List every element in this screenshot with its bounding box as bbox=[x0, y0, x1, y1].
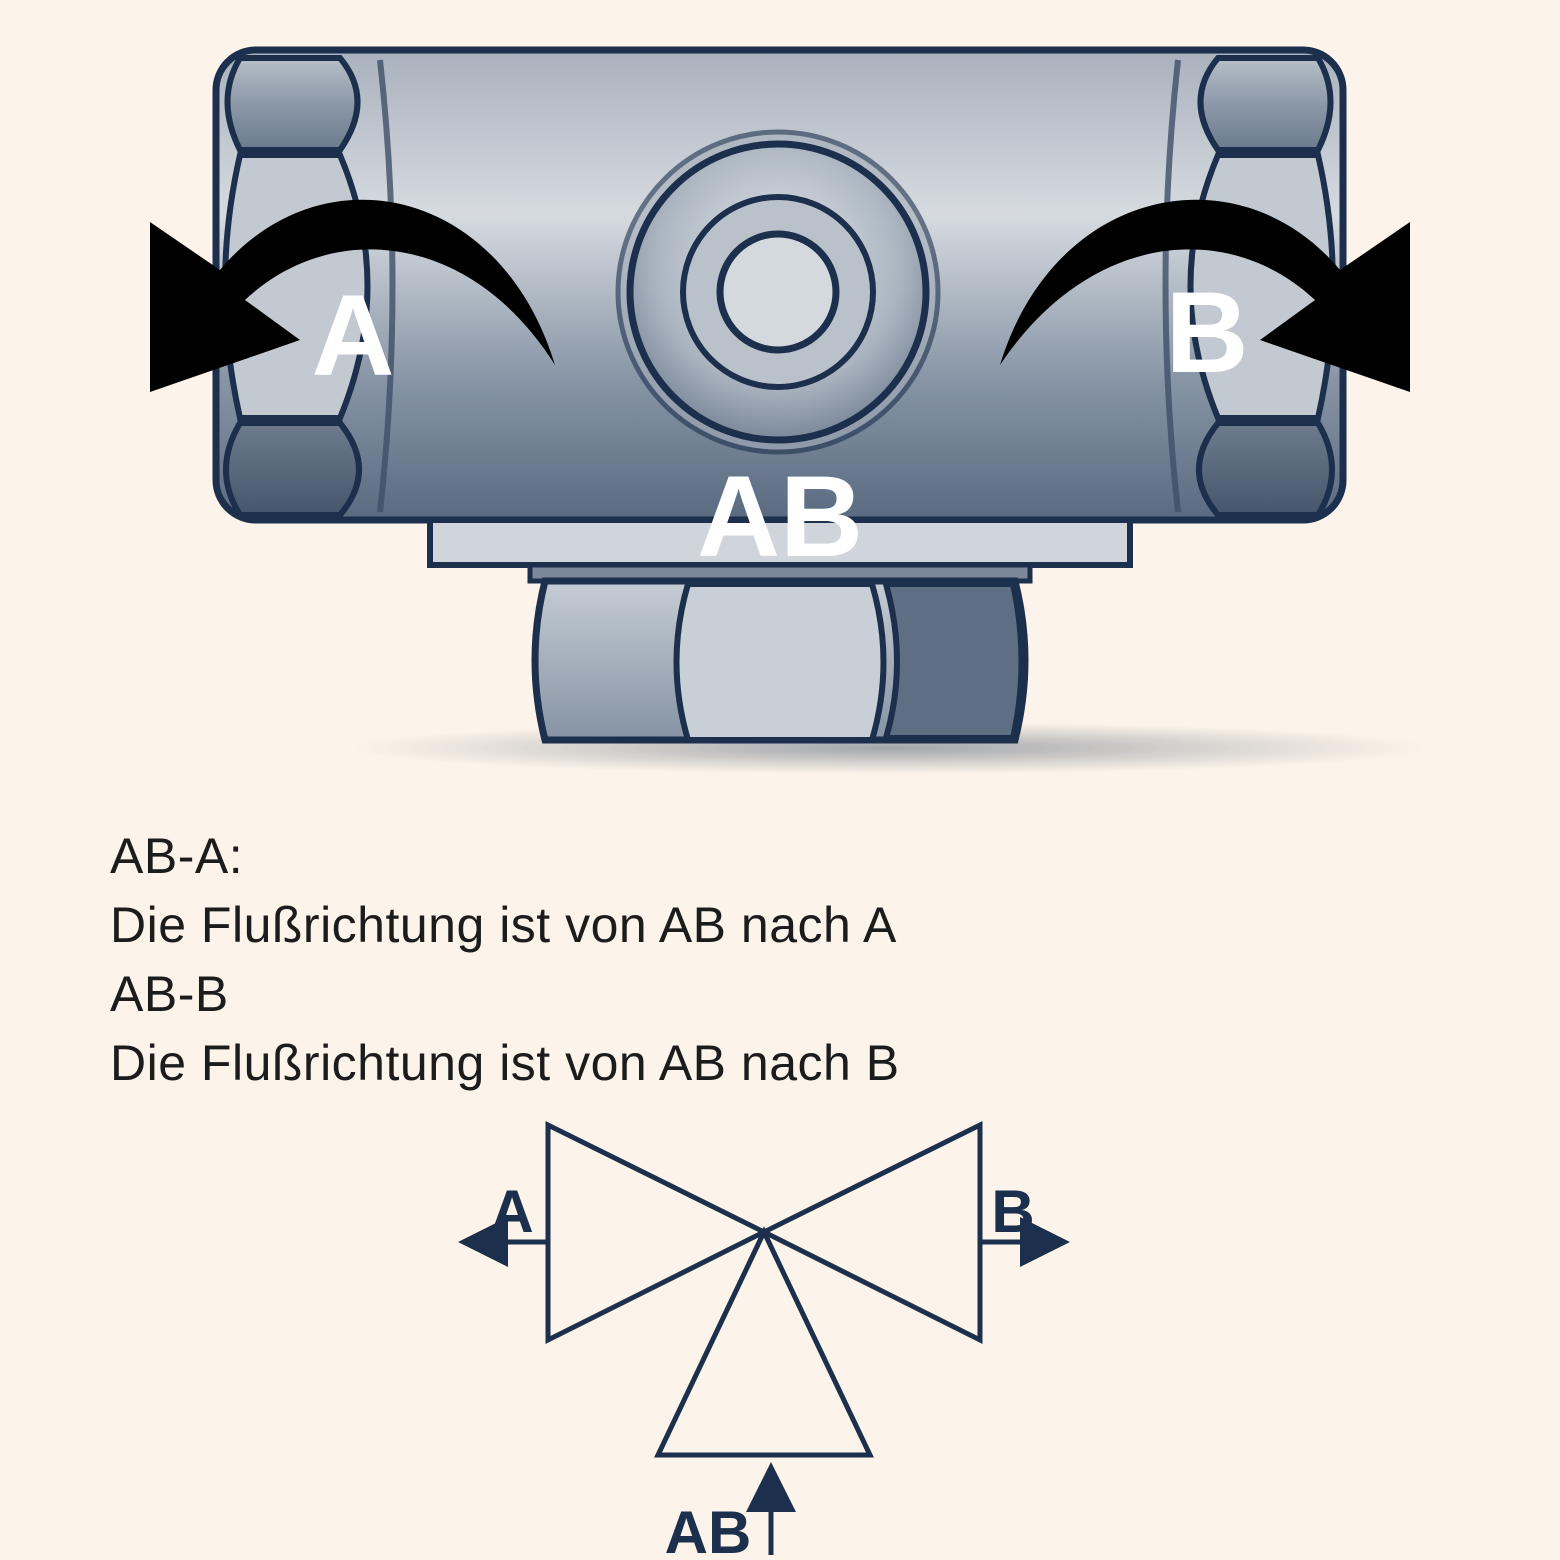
symbol-port-ab-label: AB bbox=[665, 1499, 752, 1560]
flow-description: AB-A: Die Flußrichtung ist von AB nach A… bbox=[110, 822, 900, 1098]
symbol-port-b-label: B bbox=[991, 1178, 1034, 1245]
description-line-ab-b-heading: AB-B bbox=[110, 966, 229, 1022]
illustration-port-ab-label: AB bbox=[697, 453, 863, 581]
valve-illustration: A B AB bbox=[150, 46, 1430, 774]
three-way-valve-symbol: A B AB bbox=[458, 1120, 1070, 1560]
flow-arrow-right bbox=[1000, 199, 1410, 392]
description-line-ab-a-text: Die Flußrichtung ist von AB nach A bbox=[110, 897, 897, 953]
flow-arrow-left bbox=[150, 199, 555, 392]
symbol-triangle-ab bbox=[654, 1226, 874, 1458]
illustration-port-b-label: B bbox=[1165, 269, 1248, 397]
symbol-triangle-a bbox=[545, 1120, 770, 1345]
description-line-ab-a-heading: AB-A: bbox=[110, 828, 244, 884]
center-boss bbox=[615, 129, 941, 455]
bottom-connection bbox=[427, 517, 1133, 744]
symbol-triangle-b bbox=[758, 1120, 983, 1345]
illustration-port-a-label: A bbox=[311, 272, 394, 400]
description-line-ab-b-text: Die Flußrichtung ist von AB nach B bbox=[110, 1035, 900, 1091]
symbol-port-a-label: A bbox=[490, 1178, 533, 1245]
